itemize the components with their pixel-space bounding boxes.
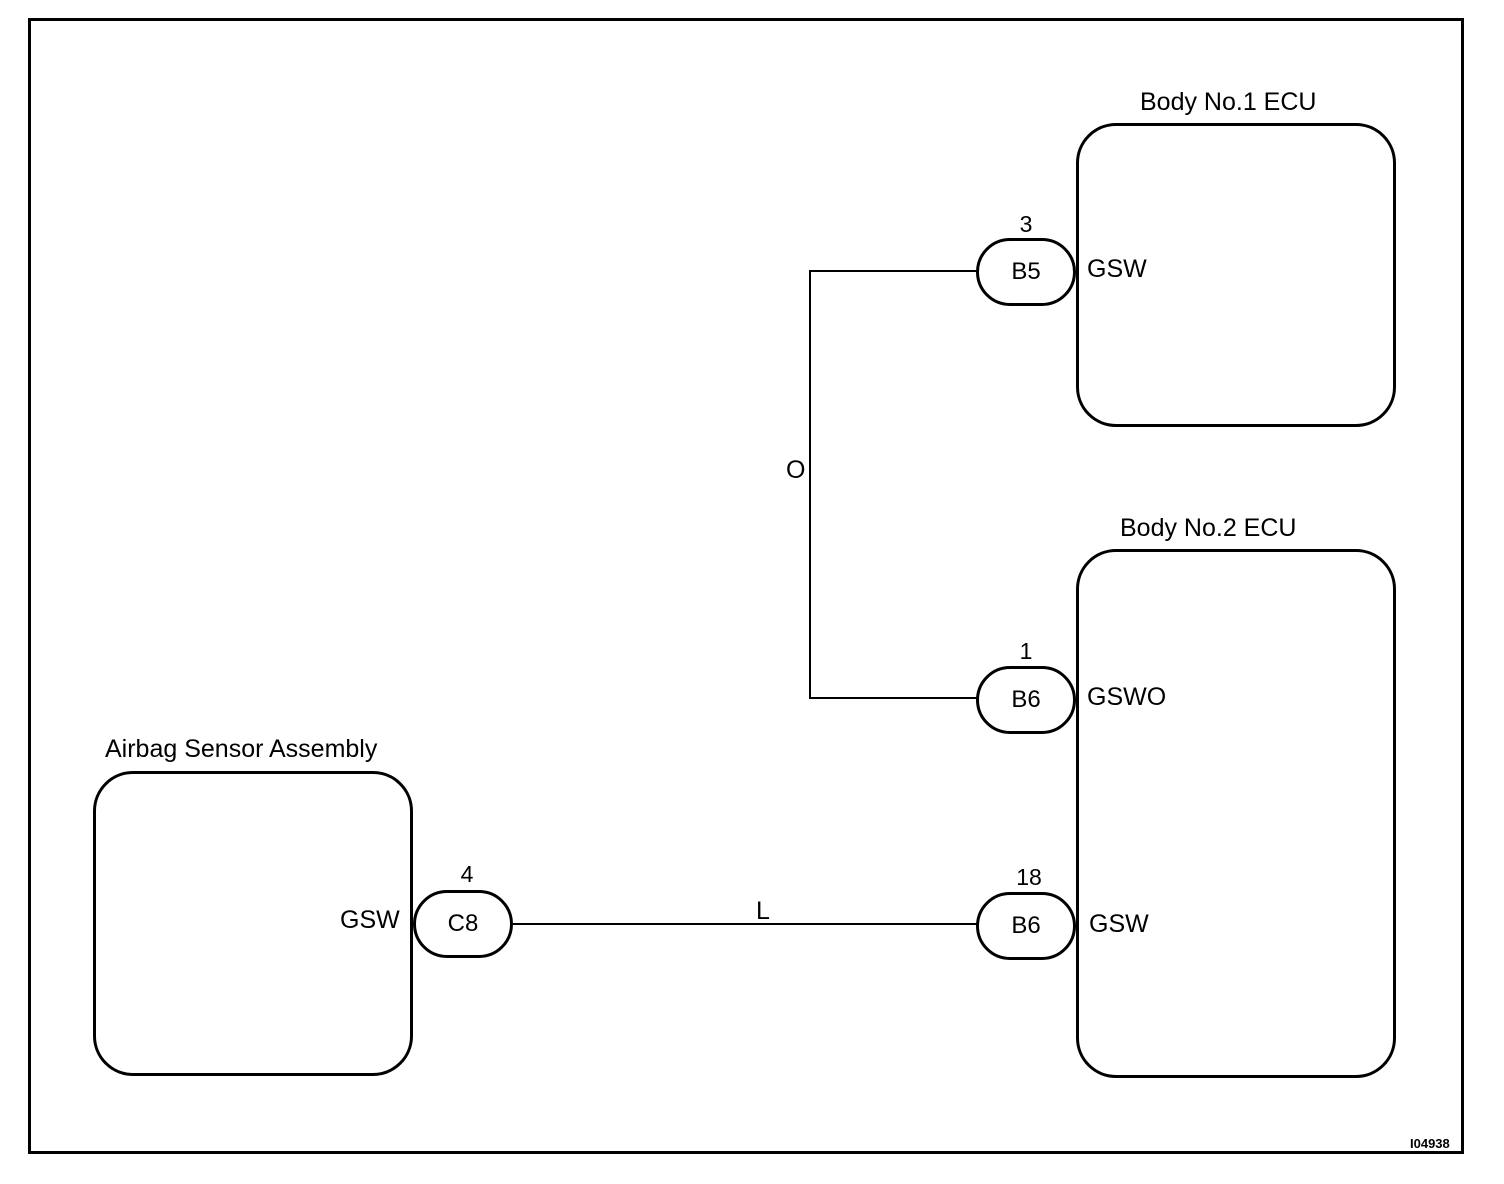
body2-lower-pin-number: 18 (1016, 864, 1042, 890)
body2-terminal-gsw: GSW (1089, 910, 1149, 938)
wire-o-bottom-horizontal (809, 697, 977, 699)
wire-l-horizontal (513, 923, 977, 925)
body2-terminal-gswo: GSWO (1087, 683, 1167, 711)
wire-o-top-horizontal (809, 270, 977, 272)
body2-upper-connector-b6: B6 (976, 666, 1076, 734)
body2-ecu-box (1076, 549, 1396, 1078)
airbag-sensor-box (93, 771, 413, 1076)
body2-upper-pin-number: 1 (1019, 638, 1033, 664)
airbag-terminal-gsw: GSW (340, 906, 400, 934)
body1-ecu-box (1076, 123, 1396, 427)
wire-o-vertical (809, 270, 811, 699)
body1-ecu-title: Body No.1 ECU (1140, 88, 1317, 116)
body1-connector-b5: B5 (976, 238, 1076, 306)
diagram-frame (28, 18, 1464, 1154)
body1-terminal-gsw: GSW (1087, 255, 1147, 283)
airbag-pin-number: 4 (460, 861, 474, 887)
airbag-sensor-title: Airbag Sensor Assembly (105, 735, 378, 763)
body2-lower-connector-b6: B6 (976, 892, 1076, 960)
body1-pin-number: 3 (1019, 211, 1033, 237)
wire-color-label-l: L (756, 897, 770, 925)
wire-color-label-o: O (786, 456, 806, 484)
figure-code: I04938 (1410, 1136, 1450, 1151)
airbag-connector-c8: C8 (413, 890, 513, 958)
body2-ecu-title: Body No.2 ECU (1120, 514, 1297, 542)
